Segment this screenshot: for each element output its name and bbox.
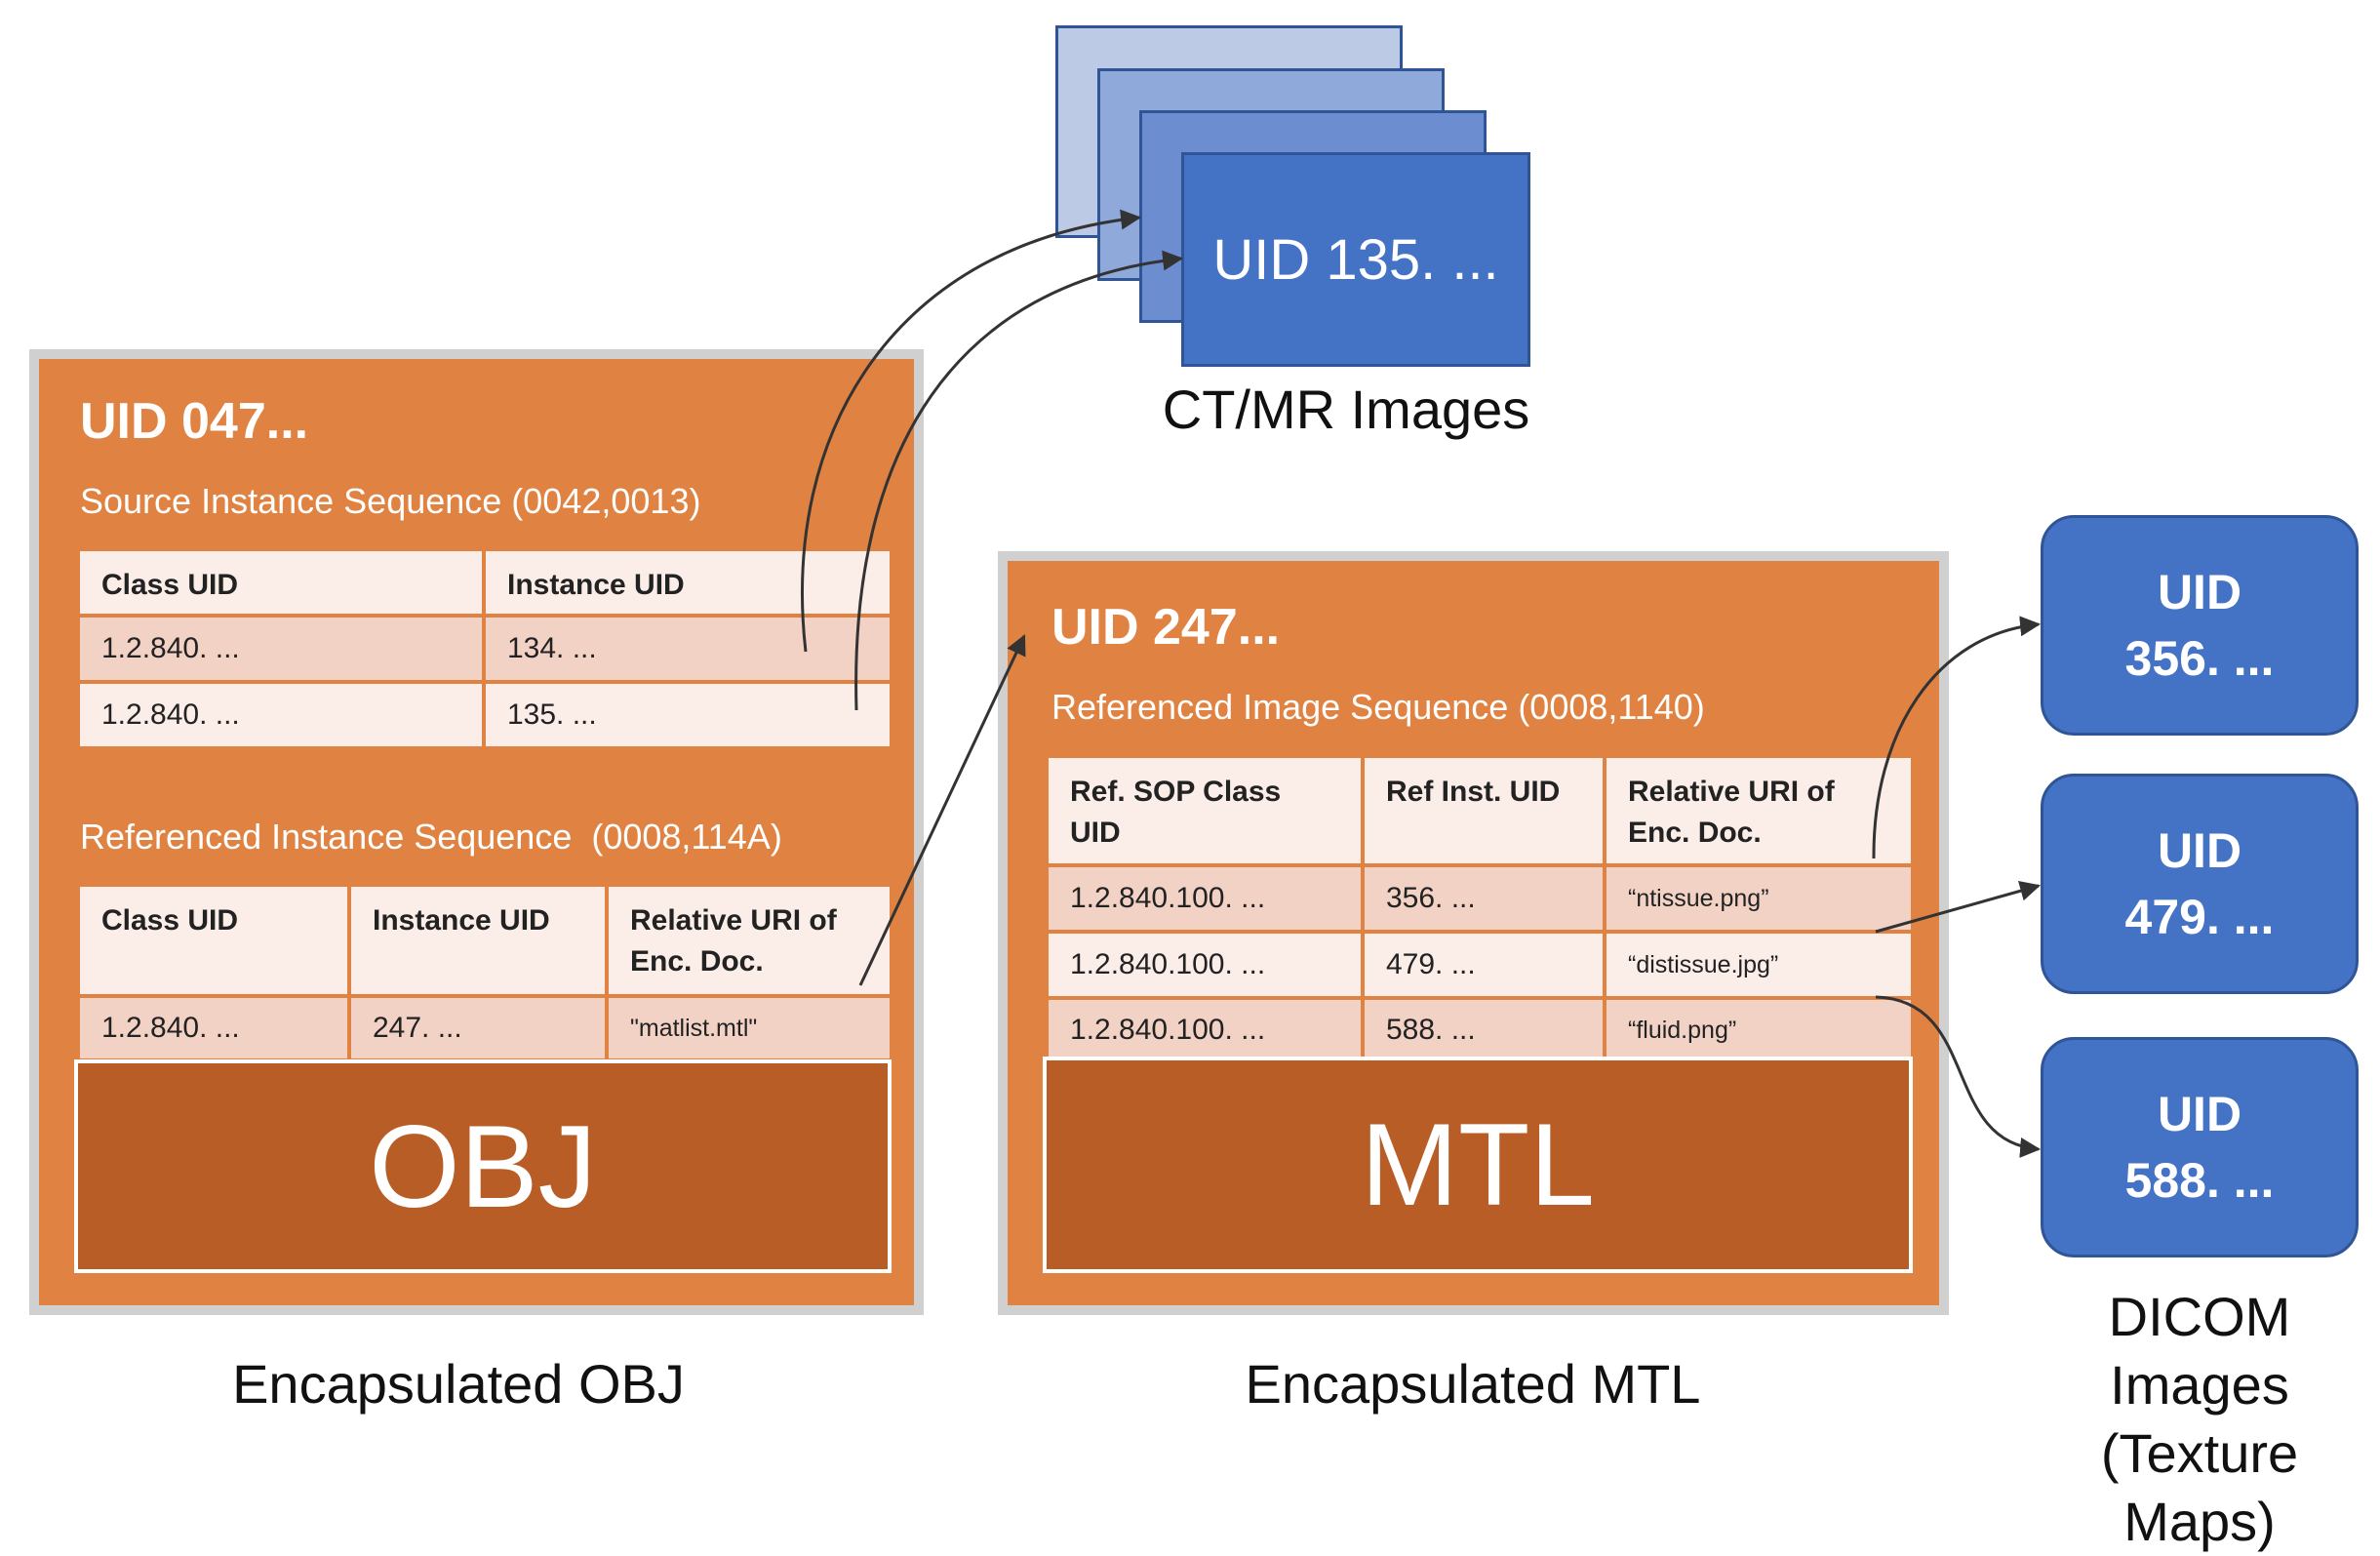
table-header-cell: Class UID [76,883,351,998]
table-header-cell: Instance UID [347,883,609,998]
dicom-image-box-356: UID 356. ... [2041,515,2359,736]
table-cell: 1.2.840. ... [76,994,351,1062]
table-cell: 134. ... [482,614,893,684]
dicom-uid-label: UID [2157,1087,2242,1141]
table-header-cell: Class UID [76,547,486,618]
table-header-cell: Ref Inst. UID [1361,754,1606,867]
table-row: 1.2.840. ... 135. ... [76,680,893,750]
dicom-caption: DICOM Images (Texture Maps) [2100,1286,2299,1552]
mtl-uid-title: UID 247... [1051,599,1281,656]
encapsulated-obj-panel: UID 047... Source Instance Sequence (004… [39,359,914,1305]
dicom-uid-label: UID [2157,823,2242,878]
table-row: 1.2.840. ... 134. ... [76,614,893,684]
ctmr-uid-label: UID 135. ... [1212,227,1499,292]
mtl-caption: Encapsulated MTL [1245,1353,1701,1415]
referenced-instance-sequence-label: Referenced Instance Sequence (0008,114A) [80,817,782,857]
obj-core-block: OBJ [74,1059,892,1273]
table-cell: 247. ... [347,994,609,1062]
dicom-image-box-479: UID 479. ... [2041,774,2359,994]
mtl-core-label: MTL [1361,1099,1595,1230]
source-instance-sequence-label: Source Instance Sequence (0042,0013) [80,481,701,521]
table-cell: 356. ... [1361,863,1606,934]
table-cell: 588. ... [1361,996,1606,1064]
dicom-uid-value: 479. ... [2124,890,2275,944]
table-header-cell: Instance UID [482,547,893,618]
table-cell: “distissue.jpg” [1603,930,1915,1000]
dicom-image-box-588: UID 588. ... [2041,1037,2359,1257]
mtl-core-block: MTL [1043,1057,1913,1273]
table-cell: 1.2.840. ... [76,680,486,750]
ctmr-image-card-front: UID 135. ... [1181,152,1530,367]
source-instance-table: Class UID Instance UID 1.2.840. ... 134.… [76,547,893,750]
table-header-cell: Relative URI of Enc. Doc. [1603,754,1915,867]
table-row: 1.2.840. ... 247. ... "matlist.mtl" [76,994,893,1062]
encapsulated-mtl-panel: UID 247... Referenced Image Sequence (00… [1008,561,1939,1305]
referenced-image-sequence-label: Referenced Image Sequence (0008,1140) [1051,687,1705,727]
table-cell: 1.2.840.100. ... [1045,863,1365,934]
dicom-uid-value: 588. ... [2124,1153,2275,1208]
table-row: 1.2.840.100. ... 479. ... “distissue.jpg… [1045,930,1915,1000]
table-header-cell: Relative URI of Enc. Doc. [605,883,893,998]
obj-caption: Encapsulated OBJ [232,1353,685,1415]
table-cell: 479. ... [1361,930,1606,1000]
table-cell: 1.2.840.100. ... [1045,930,1365,1000]
table-cell: 1.2.840. ... [76,614,486,684]
table-cell: “ntissue.png” [1603,863,1915,934]
table-cell: “fluid.png” [1603,996,1915,1064]
table-cell: "matlist.mtl" [605,994,893,1062]
table-cell: 1.2.840.100. ... [1045,996,1365,1064]
table-row: 1.2.840.100. ... 588. ... “fluid.png” [1045,996,1915,1064]
ctmr-caption: CT/MR Images [1162,379,1530,440]
table-cell: 135. ... [482,680,893,750]
dicom-uid-value: 356. ... [2124,631,2275,686]
dicom-uid-label: UID [2157,565,2242,619]
table-header-cell: Ref. SOP Class UID [1045,754,1365,867]
obj-core-label: OBJ [369,1100,597,1232]
obj-uid-title: UID 047... [80,393,309,450]
referenced-image-table: Ref. SOP Class UID Ref Inst. UID Relativ… [1045,754,1915,1064]
table-row: 1.2.840.100. ... 356. ... “ntissue.png” [1045,863,1915,934]
referenced-instance-table: Class UID Instance UID Relative URI of E… [76,883,893,1062]
